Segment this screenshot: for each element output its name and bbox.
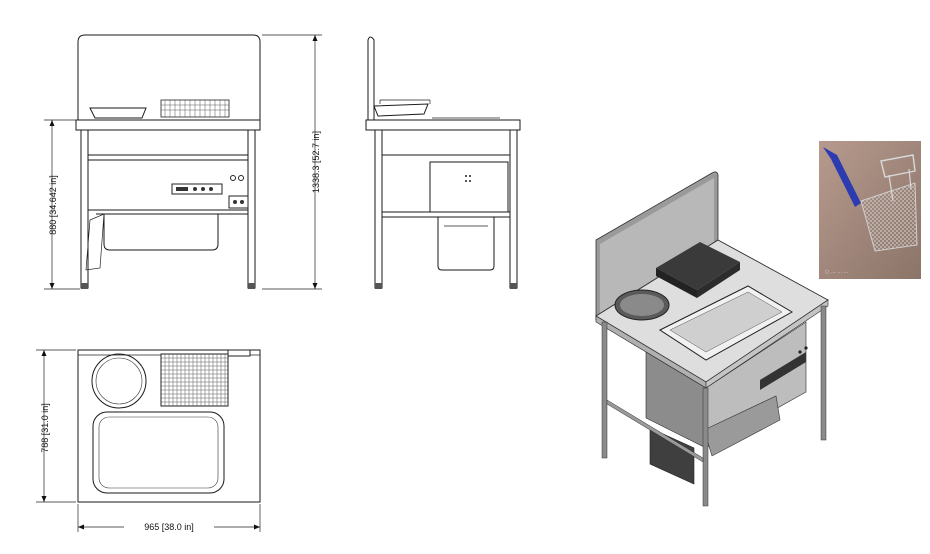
side-view — [365, 36, 521, 289]
isometric-render — [595, 171, 829, 507]
dimension-880: 880 [34.642 in] — [44, 119, 80, 290]
dimension-1338-label: 1338.3 [52.7 in] — [311, 131, 321, 193]
dimension-1338: 1338.3 [52.7 in] — [262, 34, 322, 290]
dimension-880-label: 880 [34.642 in] — [48, 175, 58, 235]
fryer-basket-photo: ○ ... ... ... — [819, 141, 921, 279]
front-view — [75, 34, 261, 289]
dimension-965-label: 965 [38.0 in] — [144, 522, 194, 532]
dimension-965: 965 [38.0 in] — [77, 504, 261, 532]
dimension-788: 788 [31.0 in] — [36, 349, 76, 503]
top-view — [77, 349, 261, 503]
photo-caption: ○ ... ... ... — [825, 269, 849, 275]
dimension-788-label: 788 [31.0 in] — [40, 403, 50, 453]
